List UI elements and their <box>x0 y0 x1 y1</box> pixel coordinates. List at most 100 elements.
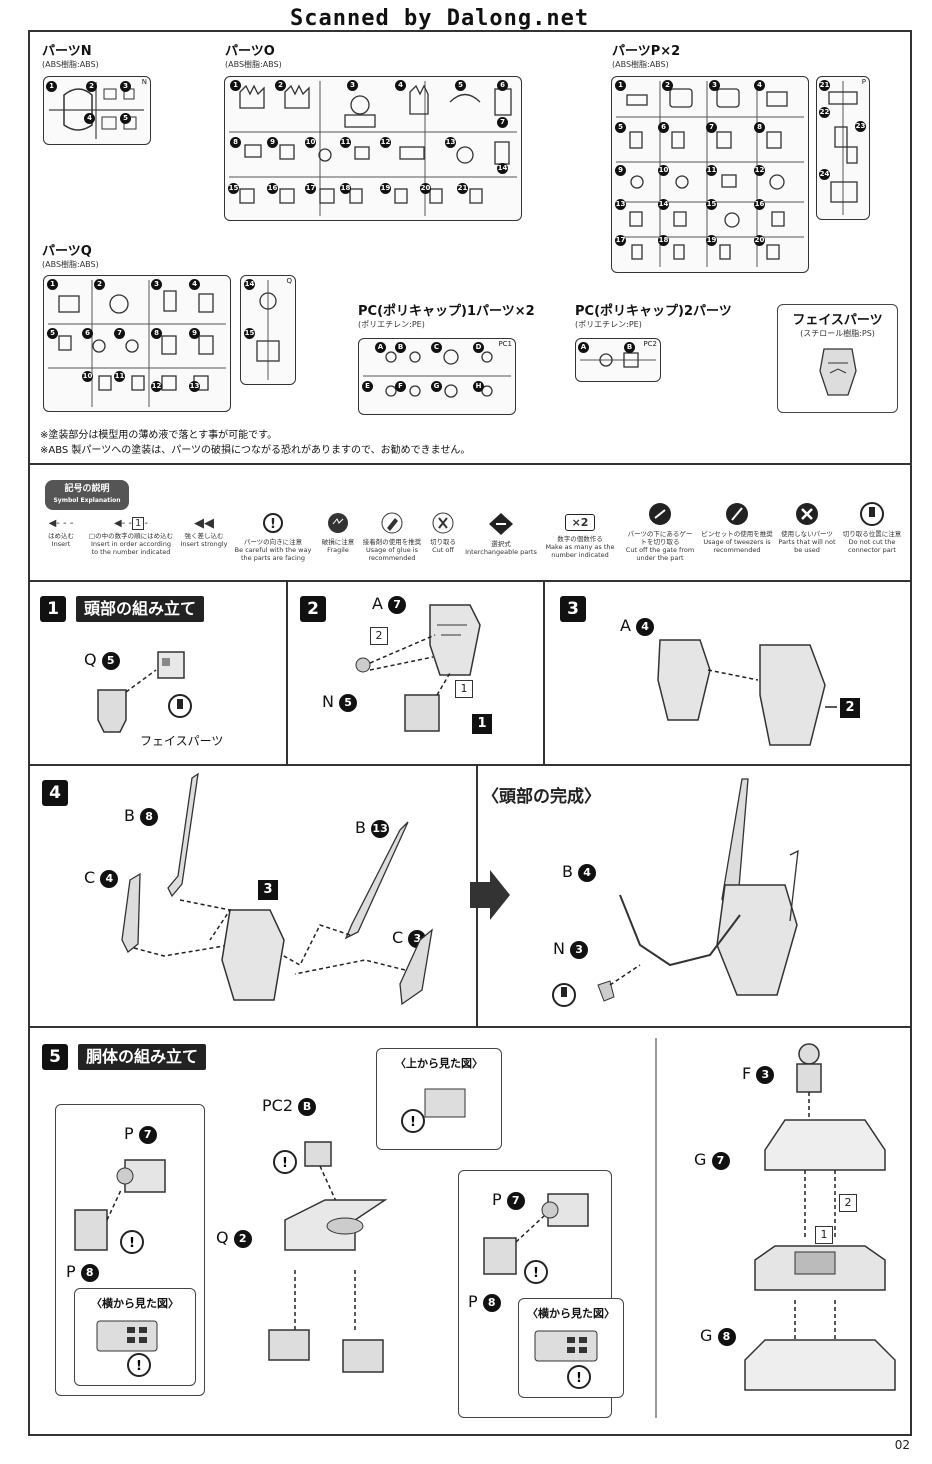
parts-pc1-material: (ポリエチレン:PE) <box>358 320 425 329</box>
runner-n-num: 1 <box>46 81 57 92</box>
part-letter: P <box>66 1262 76 1281</box>
runner-n-drawing <box>49 82 144 139</box>
runner-p-num: 18 <box>658 235 669 246</box>
runner-q-num: 5 <box>47 328 58 339</box>
symbol-label-ja: 数字の個数作る <box>557 535 603 543</box>
part-number: 8 <box>80 1263 99 1282</box>
face-parts-label: フェイスパーツ <box>140 734 224 748</box>
symbol-badge: 記号の説明 Symbol Explanation <box>45 480 129 510</box>
runner-n-num: 2 <box>86 81 97 92</box>
runner-q-num: 2 <box>94 279 105 290</box>
runner-o-num: 5 <box>455 80 466 91</box>
part-letter: F <box>742 1064 752 1083</box>
face-parts-material: (スチロール樹脂:PS) <box>800 329 875 338</box>
torso-g-drawing <box>744 1043 896 1391</box>
symbol-label-en: Usage of tweezers is recommended <box>703 538 771 554</box>
step-1-drawing <box>97 651 192 733</box>
runner-pc1-letter: A <box>375 342 386 353</box>
part-letter: Q <box>216 1228 229 1247</box>
parts-o-title: パーツO <box>225 44 275 59</box>
step-5-part-pc2: PC2 B <box>262 1096 317 1116</box>
part-number: 8 <box>482 1293 501 1312</box>
step-1-number: 1 <box>40 596 66 622</box>
symbol-label-ja: 強く差し込む <box>184 532 224 540</box>
symbol-label-ja: はめ込む <box>48 532 74 540</box>
runner-pc1-drawing <box>363 349 511 398</box>
parts-p-header: パーツP×2 (ABS樹脂:ABS) <box>612 40 680 70</box>
step-3-part-a: A 4 <box>620 616 655 636</box>
runner-n-tag: N <box>141 78 147 86</box>
order-number: 2 <box>370 627 388 645</box>
runner-o-num: 17 <box>305 183 316 194</box>
runner-o-num: 14 <box>497 163 508 174</box>
symbol-direction: ! パーツの向きに注意 Be careful with the way the … <box>233 512 313 562</box>
part-letter: G <box>700 1326 713 1345</box>
step-5-part-p8: P 8 <box>66 1262 99 1282</box>
part-letter: N <box>322 692 334 711</box>
symbol-connector: 切り取る位置に注意 Do not cut the connector part <box>840 502 904 554</box>
runner-pc1-letter: H <box>473 381 484 392</box>
note-line-2: ※ABS 製パーツへの塗装は、パーツの破損につながる恐れがありますので、お勧めで… <box>40 445 471 456</box>
runner-p-num: 19 <box>706 235 717 246</box>
runner-p-num: 11 <box>706 165 717 176</box>
runner-p-num: 16 <box>754 199 765 210</box>
step-2-drawing <box>355 604 481 732</box>
runner-pc2-letter: B <box>624 342 635 353</box>
svg-text:!: ! <box>576 1371 582 1386</box>
part-number: B <box>298 1097 317 1116</box>
runner-q-num: 12 <box>151 381 162 392</box>
head-complete-drawing <box>552 778 799 1007</box>
runner-o-num: 6 <box>497 80 508 91</box>
symbol-label-ja: 切り取る位置に注意 <box>842 530 902 538</box>
symbol-insert-order: ◀- -1- □の中の数字の順にはめ込む Insert in order acc… <box>88 517 174 556</box>
connector-caution-icon <box>860 502 884 526</box>
parts-n-header: パーツN (ABS樹脂:ABS) <box>42 40 99 70</box>
runner-p-num: 2 <box>662 80 673 91</box>
step-5-title: 胴体の組み立て <box>78 1044 207 1070</box>
svg-text:!: ! <box>136 1359 142 1374</box>
runner-q-num: 13 <box>189 381 200 392</box>
parts-pc1-title: PC(ポリキャップ)1パーツ×2 <box>358 304 535 319</box>
symbol-not-used: 使用しないパーツ Parts that will not be used <box>777 502 837 554</box>
scan-credit: Scanned by Dalong.net <box>290 6 590 31</box>
runner-pc2-tag: PC2 <box>643 340 657 348</box>
runner-o-num: 9 <box>267 137 278 148</box>
p-parts-right-drawing: ! <box>483 1193 589 1284</box>
step-2-part-a: A 7 <box>372 594 407 614</box>
face-parts-title: フェイスパーツ <box>792 313 883 328</box>
part-letter: Q <box>84 650 97 669</box>
symbol-label-ja: 切り取る <box>430 538 456 546</box>
step-5-part-p8-right: P 8 <box>468 1292 501 1312</box>
part-letter: B <box>124 806 135 825</box>
side-view-drawing: ! <box>96 1320 158 1377</box>
glue-icon <box>381 512 403 534</box>
symbol-insert-strong: ◀◀ 強く差し込む Insert strongly <box>178 517 230 548</box>
runner-pc1: A B C D E F G H PC1 <box>358 338 516 415</box>
side-view-right-drawing: ! <box>534 1330 598 1389</box>
runner-p-num: 21 <box>819 80 830 91</box>
part-number: 3 <box>570 940 589 959</box>
runner-p-num: 9 <box>615 165 626 176</box>
runner-q-num: 15 <box>244 328 255 339</box>
runner-o-num: 19 <box>380 183 391 194</box>
part-letter: B <box>562 862 573 881</box>
part-number: 4 <box>578 863 597 882</box>
symbol-label-en: Cut off the gate from under the part <box>625 546 695 562</box>
symbol-label-ja: パーツの下にあるゲートを切り取る <box>627 530 693 546</box>
step-4-drawing <box>121 772 433 1006</box>
runner-p-num: 8 <box>754 122 765 133</box>
gate-cutter-icon <box>649 503 671 525</box>
part-letter: P <box>124 1124 134 1143</box>
p-parts-drawing: ! <box>74 1159 166 1254</box>
cutter-icon <box>432 512 454 534</box>
divider <box>543 582 545 764</box>
svg-text:!: ! <box>533 1266 539 1281</box>
step-5-part-q2: Q 2 <box>216 1228 252 1248</box>
runner-o-num: 18 <box>340 183 351 194</box>
runner-o: 1 2 3 4 5 6 7 8 9 10 11 12 13 14 15 16 1… <box>224 76 522 221</box>
part-number: 4 <box>636 617 655 636</box>
symbol-glue: 接着剤の使用を推奨 Usage of glue is recommended <box>362 512 422 562</box>
symbol-label-en: Insert strongly <box>180 540 228 548</box>
symbol-label-en: Insert in order according to the number … <box>91 540 171 556</box>
part-number: 13 <box>371 819 390 838</box>
